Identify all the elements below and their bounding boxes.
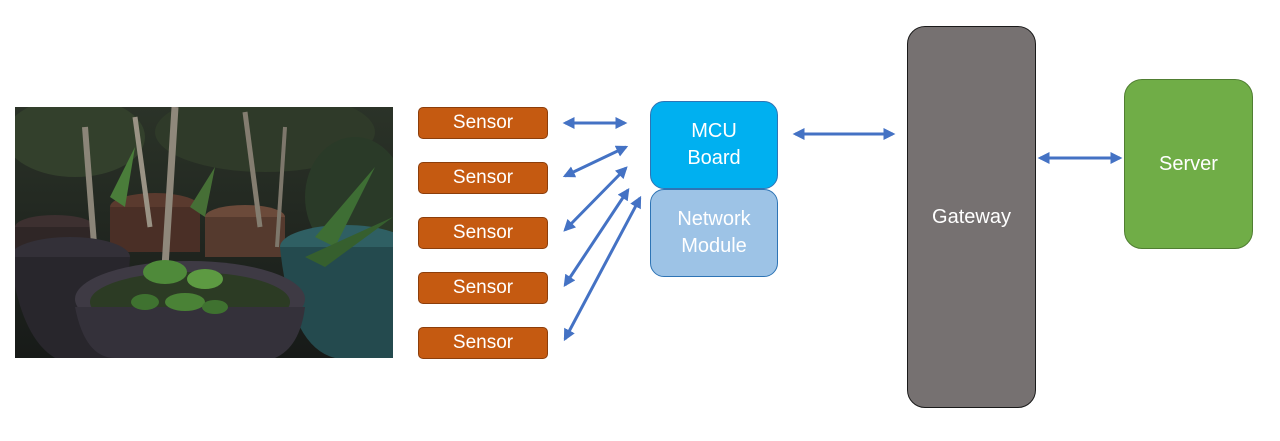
mcu-label-line2: Board — [687, 147, 741, 169]
sensor-box-5: Sensor — [418, 327, 548, 359]
arrow-sensor2-mcu — [562, 145, 629, 178]
sensor-box-1: Sensor — [418, 107, 548, 139]
plants-photo — [15, 107, 393, 358]
arrow-sensor5-mcu — [563, 195, 642, 342]
sensor-label: Sensor — [452, 332, 514, 354]
potted-plants-illustration — [15, 107, 393, 358]
server-label: Server — [1159, 152, 1218, 175]
sensor-box-4: Sensor — [418, 272, 548, 304]
mcu-label-line1: MCU — [691, 120, 737, 142]
network-label-line1: Network — [677, 208, 751, 230]
network-label-line2: Module — [681, 235, 747, 257]
sensor-box-3: Sensor — [418, 217, 548, 249]
sensor-label: Sensor — [452, 222, 514, 244]
sensor-label: Sensor — [452, 167, 514, 189]
sensor-label: Sensor — [452, 112, 514, 134]
sensor-label: Sensor — [452, 277, 514, 299]
gateway-box: Gateway — [907, 26, 1036, 408]
mcu-board-box: MCU Board — [650, 101, 778, 189]
arrow-sensor3-mcu — [563, 166, 628, 232]
gateway-label: Gateway — [932, 205, 1011, 228]
arrow-sensor4-mcu — [563, 187, 630, 288]
server-box: Server — [1124, 79, 1253, 249]
sensor-box-2: Sensor — [418, 162, 548, 194]
